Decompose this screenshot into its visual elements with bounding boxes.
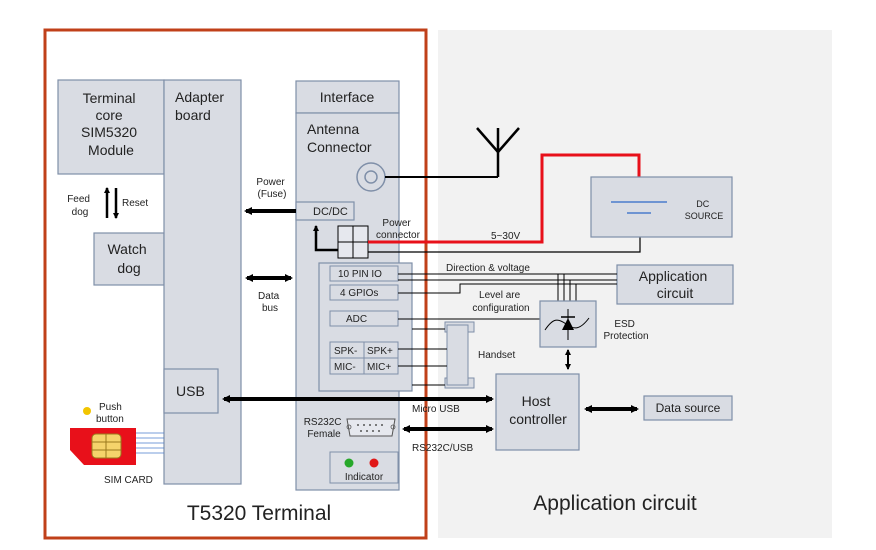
push-button-dot (83, 407, 91, 415)
app-circuit-label: Application circuit (639, 268, 711, 301)
power-fuse-label: Power (Fuse) (256, 177, 287, 200)
antenna-connector-label: Antenna Connector (307, 121, 372, 155)
usb-label: USB (176, 383, 205, 399)
dc-source-box (590, 176, 733, 238)
adapter-board-label: Adapter board (175, 89, 228, 123)
host-controller-label: Host controller (509, 393, 567, 427)
antenna-connector-icon (356, 162, 386, 192)
pin-io-label: 10 PIN IO (338, 269, 382, 280)
interface-label: Interface (320, 89, 375, 105)
rs232-connector-icon (346, 418, 396, 437)
handset-icon (444, 321, 475, 389)
usb-box (163, 368, 219, 414)
feed-dog-label: Feed dog (67, 194, 93, 218)
terminal-core-box (57, 79, 165, 175)
data-bus-label: Data bus (258, 291, 282, 314)
mic-minus-label: MIC- (334, 362, 356, 373)
gpios-label: 4 GPIOs (340, 288, 378, 299)
host-controller-box (495, 373, 580, 451)
terminal-core-label: Terminal core SIM5320 Module (81, 90, 141, 158)
adc-label: ADC (346, 314, 367, 325)
level-config-label: Level are configuration (472, 290, 529, 314)
indicator-box (329, 451, 399, 484)
rs232-label: RS232C Female (304, 417, 345, 440)
spk-minus-label: SPK- (334, 346, 357, 357)
mic-plus-label: MIC+ (367, 362, 391, 373)
dcdc-feed-line (313, 225, 338, 252)
power-connector-label: Power connector (376, 218, 421, 241)
handset-label: Handset (478, 350, 515, 361)
indicator-label: Indicator (345, 472, 384, 483)
watchdog-label: Watch dog (107, 241, 150, 276)
sim-connection-lines (136, 432, 164, 454)
micro-usb-label: Micro USB (412, 404, 460, 415)
dc-source-label: DC SOURCE (685, 199, 724, 221)
application-title: Application circuit (533, 492, 697, 515)
signal-lines (398, 273, 617, 320)
esd-label: ESD Protection (603, 319, 648, 342)
data-source-box (643, 395, 733, 421)
sim-card-label: SIM CARD (104, 475, 153, 486)
adapter-board (163, 79, 242, 485)
spk-plus-label: SPK+ (367, 346, 393, 357)
reset-label: Reset (122, 198, 148, 209)
data-source-label: Data source (656, 401, 721, 415)
terminal-title: T5320 Terminal (187, 502, 331, 525)
voltage-label: 5~30V (491, 231, 521, 242)
led-red-icon (369, 458, 379, 468)
led-green-icon (344, 458, 354, 468)
antenna-icon (476, 127, 520, 177)
watchdog-box (93, 232, 165, 286)
rs232-usb-label: RS232C/USB (412, 443, 473, 454)
push-button-label: Push button (96, 402, 125, 425)
interface-header (295, 80, 400, 114)
power-supply-line (368, 153, 641, 244)
dcdc-label: DC/DC (313, 206, 348, 218)
direction-voltage-label: Direction & voltage (446, 263, 530, 274)
